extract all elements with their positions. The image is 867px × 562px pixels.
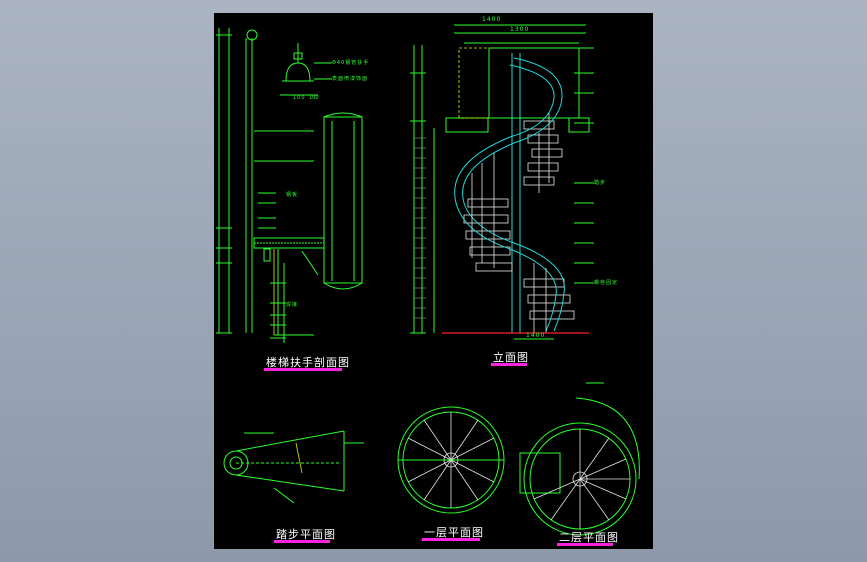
title-underline	[557, 543, 613, 546]
title-handrail-section: 楼梯扶手剖面图	[266, 356, 350, 369]
dimension-top-inner: 1300	[510, 26, 530, 33]
title-first-floor-plan: 一层平面图	[424, 526, 484, 539]
title-underline	[422, 538, 480, 541]
dimension-base-width: 1400	[526, 332, 546, 339]
svg-text:100: 100	[309, 95, 319, 101]
title-underline	[264, 368, 342, 371]
elevation-view	[410, 24, 594, 340]
annotation-anchor-note: 螺栓固定	[594, 280, 619, 286]
handrail-section-view: 100	[216, 28, 363, 343]
dimension-post-width: 100	[293, 95, 306, 101]
title-underline	[274, 540, 330, 543]
first-floor-plan-view	[397, 406, 505, 514]
second-floor-plan-view	[519, 382, 640, 536]
annotation-steel-plate: 钢板	[286, 192, 299, 198]
title-elevation: 立面图	[493, 351, 529, 364]
cad-linework: 100	[216, 24, 640, 536]
annotation-tread-note: 踏步	[594, 180, 607, 186]
tread-plan-view	[223, 430, 364, 504]
annotation-weld-note: 焊接	[286, 302, 299, 308]
title-second-floor-plan: 二层平面图	[559, 531, 619, 544]
annotation-paint-note: 表面喷漆饰面	[332, 76, 369, 82]
cad-drawing-sheet: 100	[214, 13, 653, 549]
annotation-pipe-note: Φ40钢管扶手	[332, 60, 370, 66]
title-tread-plan: 踏步平面图	[276, 528, 336, 541]
title-underline	[491, 363, 527, 366]
dimension-top-width: 1400	[482, 16, 502, 23]
